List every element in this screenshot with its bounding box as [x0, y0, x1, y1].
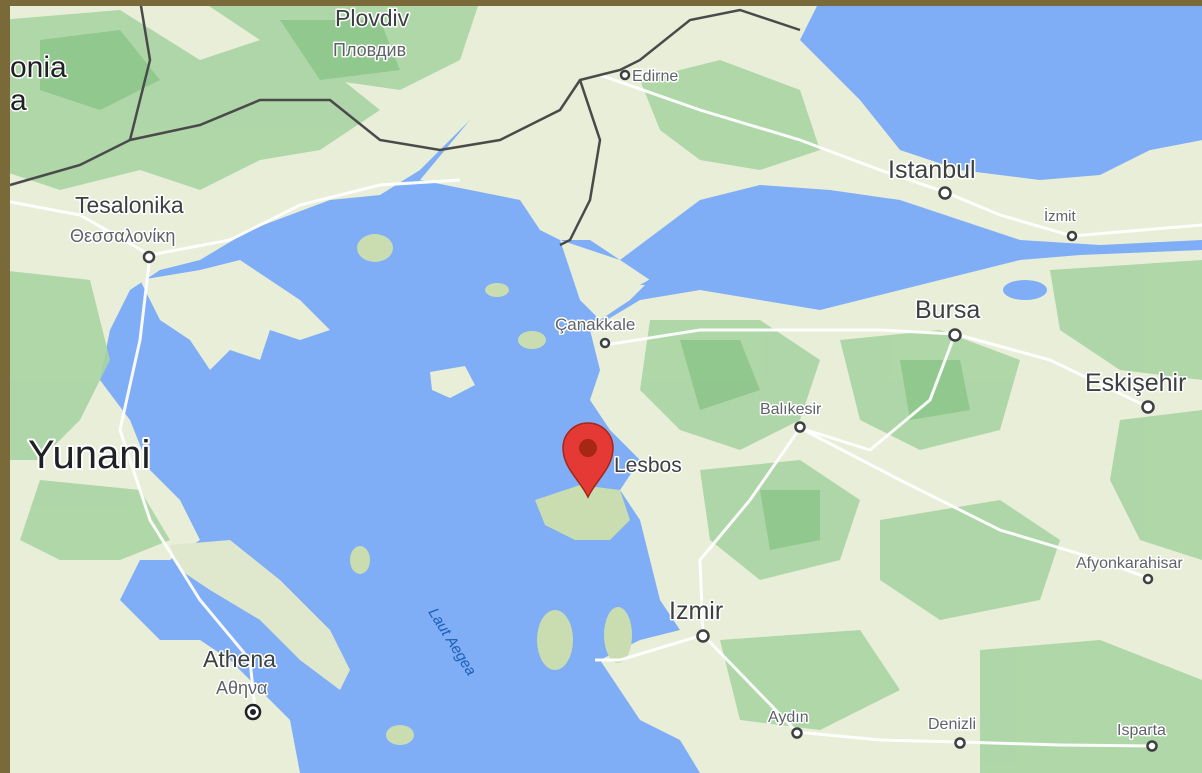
land-greece — [0, 0, 520, 773]
sea-black — [820, 0, 1202, 175]
location-marker[interactable]: Lesbos — [562, 422, 684, 499]
city-label-denizli[interactable]: Denizli — [927, 715, 978, 735]
land-attica — [0, 630, 280, 773]
city-label-tesalonika[interactable]: Tesalonika — [74, 191, 186, 220]
city-alt-label-plovdiv: Пловдив — [333, 40, 406, 60]
city-label-izmir[interactable]: Izmir — [668, 596, 725, 627]
land-euboea — [170, 540, 350, 690]
city-label-isparta[interactable]: Isparta — [1116, 721, 1168, 741]
city-label-canakkale[interactable]: Çanakkale — [554, 314, 637, 336]
city-label-athena[interactable]: Athena — [202, 645, 278, 674]
islands — [350, 234, 632, 745]
roads — [0, 73, 1202, 748]
city-label-aydin[interactable]: Aydın — [767, 708, 811, 728]
city-label-izmit[interactable]: İzmit — [1043, 206, 1078, 227]
city-alt-label-tesalonika: Θεσσαλονίκη — [70, 226, 175, 246]
map-pin-icon[interactable] — [562, 422, 614, 499]
city-label-bursa[interactable]: Bursa — [914, 295, 982, 326]
city-alt-label-athena: Αθηνα — [216, 678, 267, 698]
region-label-1: onia — [10, 51, 67, 84]
land-chalkidiki — [140, 260, 330, 370]
region-label-2: a — [10, 84, 27, 117]
city-label-edirne[interactable]: Edirne — [631, 67, 680, 87]
city-label-plovdiv[interactable]: Plovdiv — [334, 4, 412, 33]
city-label-balikesir[interactable]: Balıkesir — [759, 400, 824, 420]
country-borders — [9, 0, 801, 247]
city-label-afyonkarahisar[interactable]: Afyonkarahisar — [1075, 554, 1185, 574]
city-dots — [142, 69, 1158, 752]
land-gallipoli — [560, 240, 650, 320]
lake — [1003, 280, 1047, 300]
city-label-eskisehir[interactable]: Eskişehir — [1084, 368, 1188, 399]
city-label-istanbul[interactable]: Istanbul — [887, 155, 978, 186]
marker-label[interactable]: Lesbos — [613, 453, 684, 479]
dark-forest-areas — [40, 20, 970, 550]
country-label-greece: Yunani — [28, 433, 150, 477]
sea-marmara — [640, 220, 1030, 300]
map-labels: Plovdiv Пловдив Edirne Istanbul İzmit Te… — [9, 4, 1188, 741]
